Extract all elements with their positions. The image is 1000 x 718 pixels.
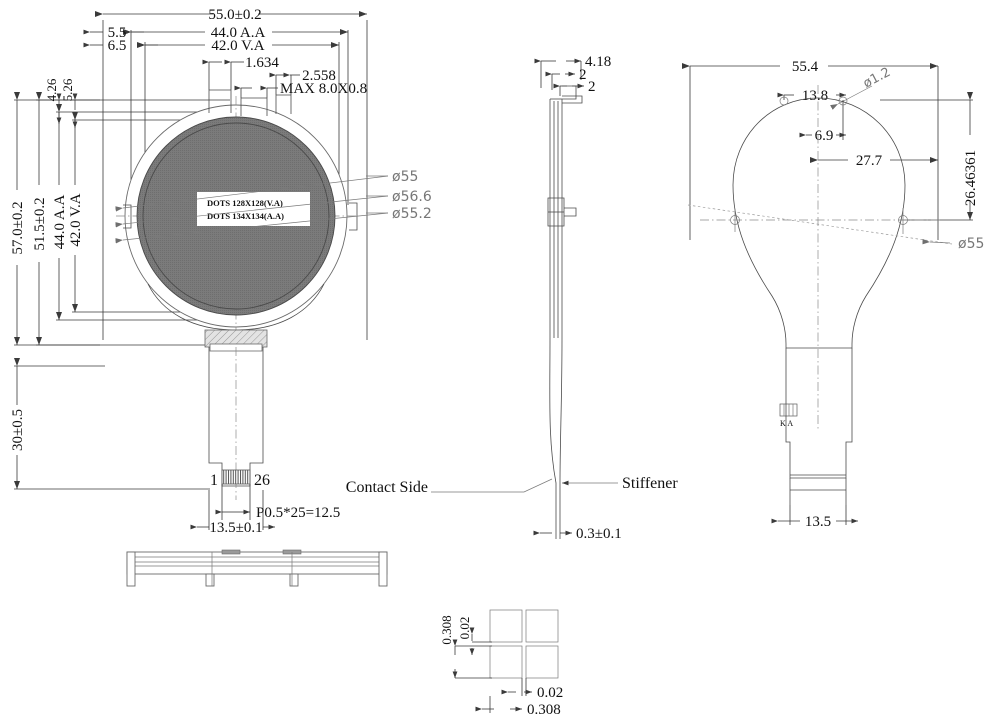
dim-view-area-height-text: 42.0 V.A	[68, 193, 84, 246]
dim-view-area-width-text: 42.0 V.A	[211, 38, 264, 54]
dim-side-step-2-text: 2	[588, 79, 596, 95]
side-view: 4.18 2 2	[346, 54, 679, 542]
dim-top-offset-2: 5.26	[60, 78, 78, 128]
dim-fpc-length: 30±0.5	[10, 358, 105, 489]
dim-overall-height: 57.0±0.2	[10, 92, 26, 345]
label-contact-side: Contact Side	[346, 479, 428, 496]
pin-number-first: 1	[210, 472, 218, 489]
dim-connector-width: 13.5±0.1	[190, 490, 275, 536]
dim-active-area-width: 44.0 A.A	[123, 25, 348, 41]
dim-fpc-thickness-text: 0.3±0.1	[576, 526, 622, 542]
dim-left-edge-2-text: 6.5	[108, 38, 127, 54]
dim-side-step-1: 2	[545, 67, 587, 90]
dim-rear-height-text: 26.46361	[963, 150, 979, 206]
dim-side-step-2: 2	[553, 79, 596, 96]
front-view: 55.0±0.2 44.0 A.A 42.0 V.A 5.5 6.5	[10, 7, 432, 536]
rear-view: 55.4 13.8 ø1.2 6.9 27.7	[682, 59, 984, 530]
dim-rear-fpc-width-text: 13.5	[805, 514, 831, 530]
dim-top-offset-1-text: 4.26	[44, 78, 59, 101]
dim-side-total-thickness-text: 4.18	[585, 54, 611, 70]
dim-rear-width: 55.4	[682, 59, 939, 240]
dim-pixel-gap-vertical-text: 0.02	[457, 617, 472, 640]
note-max-size-text: MAX 8.0X0.8	[280, 81, 367, 97]
dim-glass-height: 51.5±0.2	[32, 92, 48, 345]
dim-pixel-gap-horizontal-text: 0.02	[537, 685, 563, 701]
dim-dia-55-text: ø55	[392, 169, 418, 185]
dim-side-total-thickness: 4.18	[534, 54, 611, 88]
dim-hole-diameter-text: ø1.2	[861, 65, 893, 92]
backlight-pads: K A	[779, 403, 798, 428]
dim-tab-width-2: 2.558	[269, 68, 336, 95]
side-profile	[547, 85, 583, 539]
dim-hole-diameter: ø1.2	[830, 65, 893, 110]
pin-number-last: 26	[254, 472, 270, 489]
dim-connector-pitch-text: P0.5*25=12.5	[256, 505, 340, 521]
dim-hole-x2: 6.9	[799, 100, 846, 144]
dim-tab-width-1-text: 1.634	[245, 55, 279, 71]
dim-tab-width-1: 1.634	[202, 55, 279, 90]
dim-fpc-length-text: 30±0.5	[10, 409, 26, 451]
bottom-edge-view	[126, 549, 388, 587]
dim-overall-width-text: 55.0±0.2	[208, 7, 261, 23]
side-labels: Contact Side Stiffener	[346, 475, 679, 496]
dim-connector-width-text: 13.5±0.1	[209, 520, 262, 536]
dim-top-offset-2-text: 5.26	[60, 78, 75, 101]
screen-dots-label-line1: DOTS 128X128(V.A)	[207, 198, 283, 208]
dim-overall-height-text: 57.0±0.2	[10, 201, 26, 254]
diameter-leaders: ø55 ø56.6 ø55.2	[115, 169, 432, 244]
note-max-size: MAX 8.0X0.8	[234, 81, 367, 98]
dim-fpc-thickness: 0.3±0.1	[533, 526, 622, 542]
dim-active-area-width-text: 44.0 A.A	[211, 25, 266, 41]
dim-active-area-height: 44.0 A.A	[52, 104, 68, 320]
dim-rear-fpc-width: 13.5	[771, 505, 858, 530]
rear-fpc-tail	[785, 348, 853, 505]
dim-overall-width: 55.0±0.2	[95, 7, 367, 23]
dim-rear-circle-diameter-text: ø55	[958, 236, 984, 252]
dim-pixel-gap-vertical: 0.02	[457, 617, 492, 655]
dim-dia-552-text: ø55.2	[392, 206, 432, 222]
screen-dots-label-line2: DOTS 134X134(A.A)	[207, 211, 284, 221]
dim-hole-x1-text: 13.8	[802, 88, 828, 104]
dim-pixel-pitch-vertical: 0.308	[439, 615, 492, 679]
dim-view-area-height: 42.0 V.A	[68, 112, 84, 312]
dim-connector-pitch: P0.5*25=12.5	[215, 484, 340, 521]
dim-view-area-width: 42.0 V.A	[137, 38, 339, 54]
rear-panel-outline: ø55	[687, 85, 984, 430]
dim-span-27-7-text: 27.7	[856, 153, 883, 169]
dim-hole-x2-text: 6.9	[815, 128, 834, 144]
dim-left-edge-1: 5.5	[83, 25, 144, 41]
front-fpc-tail: 1 26	[204, 329, 270, 500]
dim-left-edge-1-text: 5.5	[108, 25, 127, 41]
dim-tab-width-2-text: 2.558	[302, 68, 336, 84]
dim-rear-width-text: 55.4	[792, 59, 819, 75]
dim-side-step-1-text: 2	[579, 67, 587, 83]
dim-hole-x1: 13.8	[777, 88, 846, 104]
dim-pixel-pitch-vertical-text: 0.308	[439, 615, 454, 644]
dim-active-area-height-text: 44.0 A.A	[52, 195, 68, 250]
pixel-detail-view: 0.308 0.02 0.02 0.308	[439, 609, 563, 718]
dim-pixel-pitch-horizontal-text: 0.308	[527, 702, 561, 718]
dim-dia-566-text: ø56.6	[392, 189, 432, 205]
backlight-pads-label: K A	[780, 419, 793, 428]
dim-top-offset-1: 4.26	[44, 78, 62, 124]
screen-dots-label: DOTS 128X128(V.A) DOTS 134X134(A.A)	[197, 192, 310, 226]
dim-pixel-gap-horizontal: 0.02	[501, 678, 563, 701]
dim-pixel-pitch-horizontal: 0.308	[475, 696, 561, 718]
dim-left-edge-2: 6.5	[83, 38, 158, 54]
dim-glass-height-text: 51.5±0.2	[32, 197, 48, 250]
label-stiffener: Stiffener	[622, 475, 678, 492]
dim-span-27-7: 27.7	[810, 153, 938, 169]
